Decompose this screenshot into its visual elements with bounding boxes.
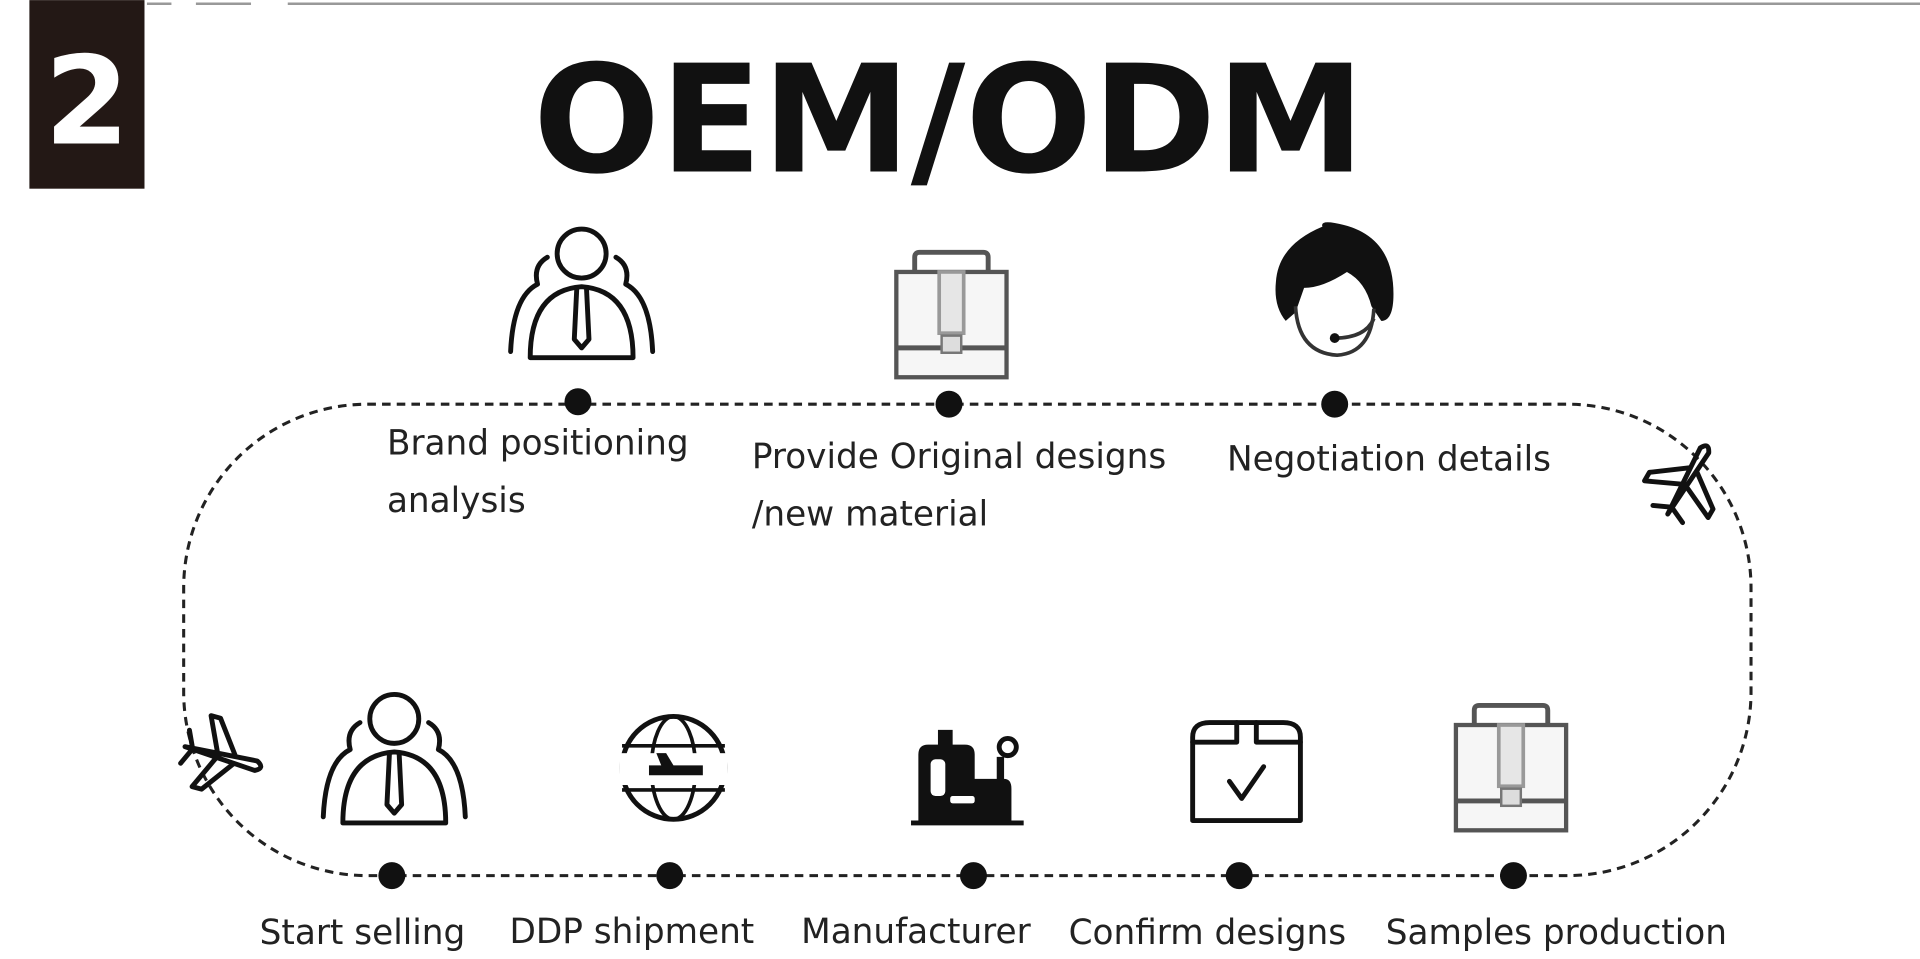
timeline-dots <box>378 388 1527 890</box>
step-number: 2 <box>44 29 129 172</box>
timeline-dot <box>960 862 987 890</box>
briefcase-icon <box>1456 705 1566 830</box>
step-label-ddp-shipment: DDP shipment <box>509 912 754 952</box>
step-label-original-designs: Provide Original designs <box>752 437 1166 477</box>
business-people-icon <box>511 229 653 358</box>
timeline-dot <box>1321 390 1349 418</box>
timeline-dot <box>564 388 592 416</box>
step-number-badge: 2 <box>29 0 145 189</box>
globe-airplane-icon <box>619 713 728 822</box>
timeline-dot <box>1500 862 1527 890</box>
step-label-start-selling: Start selling <box>260 913 466 953</box>
step-label-confirm-designs: Confirm designs <box>1069 913 1346 953</box>
step-label-brand-positioning-line2: analysis <box>387 481 526 521</box>
customer-service-headset-icon <box>1275 222 1394 358</box>
step-label-manufacturer: Manufacturer <box>801 912 1031 952</box>
factory-machine-icon <box>911 729 1024 826</box>
page-title: OEM/ODM <box>533 34 1365 208</box>
step-label-samples-production: Samples production <box>1386 913 1727 953</box>
timeline-dot <box>656 862 684 890</box>
business-people-icon <box>323 694 465 823</box>
step-label-negotiation: Negotiation details <box>1227 439 1551 479</box>
timeline-dot <box>935 390 963 418</box>
briefcase-icon <box>896 252 1006 377</box>
box-checkmark-icon <box>1190 720 1303 823</box>
step-label-brand-positioning: Brand positioning <box>387 423 689 463</box>
timeline-dot <box>1225 862 1253 890</box>
airplane-icon <box>178 713 264 792</box>
timeline-dot <box>378 862 406 890</box>
step-label-original-designs-line2: /new material <box>752 494 988 534</box>
airplane-icon <box>1642 443 1716 526</box>
